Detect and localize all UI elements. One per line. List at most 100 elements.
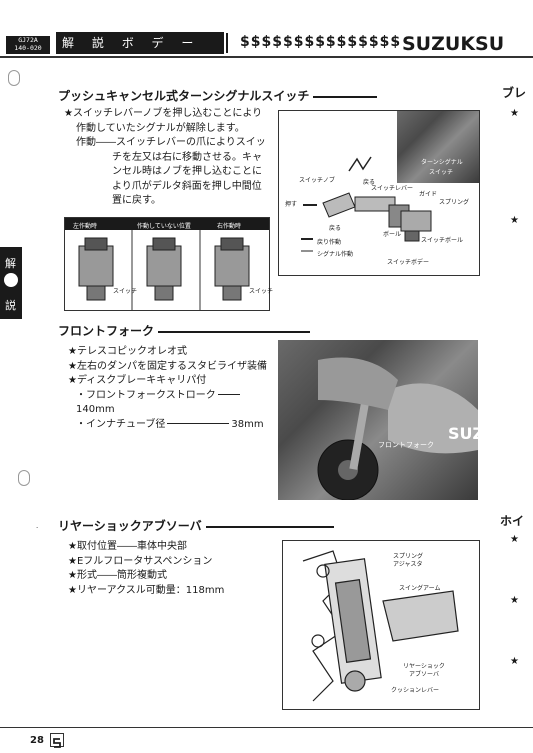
leader-line: [217, 394, 240, 395]
photo-label-1: ターンシグナル: [421, 159, 463, 166]
fork-tube-label: ・インナチューブ径: [76, 418, 166, 430]
section-char-2: 説: [91, 36, 108, 50]
section1-operation-4: より爪がデルタ斜面を押し中間位: [112, 180, 262, 192]
section3-body: ★取付位置――車体中央部 ★Eフルフロータサスペンション ★形式――筒形複動式 …: [68, 540, 278, 598]
section1-operation-3: ンセル時はノブを押し込むことに: [112, 166, 262, 177]
section1-heading: プッシュキャンセル式ターンシグナルスイッチ: [58, 87, 378, 104]
switch-diagram: [301, 156, 432, 252]
section-char-3: ボ: [121, 36, 138, 50]
section1-bullet-cont: 作動していたシグナルが解除します。: [76, 122, 245, 134]
label-return: 戻る: [363, 179, 376, 186]
fork-item-3: ★ディスクブレーキキャリパ付: [68, 375, 207, 386]
fork-spec-stroke: ・フロントフォークストローク 140mm: [68, 389, 278, 418]
label-push: 押す: [285, 201, 298, 208]
page-number: 28: [30, 735, 44, 746]
section2-heading: フロントフォーク: [58, 322, 311, 339]
photo-fork-label: フロントフォーク: [378, 441, 434, 449]
fork-stroke-label: ・フロントフォークストローク: [76, 389, 216, 401]
label-cushion-lever: クッションレバー: [391, 687, 440, 694]
next-column-star: ★: [510, 534, 519, 545]
switch-label-right: スイッチ: [249, 288, 274, 295]
fork-item-2: ★左右のダンパを固定するスタビライザ装備: [68, 360, 267, 372]
label-spring: スプリング: [439, 199, 470, 206]
suzuki-logo-icon: [50, 733, 64, 748]
motorcycle-illustration: [317, 357, 478, 500]
switch-positions-figure: 左作動時 作動していない位置 右作動時 スイッチ スイッチ: [64, 217, 274, 311]
rear-shock-figure: スプリング アジャスタ スイングアーム リヤーショック アブソーバ クッションレ…: [282, 540, 480, 710]
label-switch-ball: スイッチボール: [421, 237, 464, 244]
label-lever: スイッチレバー: [371, 185, 414, 192]
next-column-heading-1: ブレ: [502, 86, 527, 100]
brand-logo: SUZUKSU: [402, 33, 505, 55]
caption-center: 作動していない位置: [137, 223, 191, 230]
label-switch-body: スイッチボデー: [387, 259, 430, 266]
leader-line: [167, 423, 230, 424]
side-tab-top: 解: [5, 257, 16, 270]
label-guide: ガイド: [419, 191, 438, 198]
front-fork-photo: フロントフォーク SUZ: [278, 340, 484, 500]
footer-rule: [0, 727, 533, 728]
shock-item-3: ★形式――筒形複動式: [68, 570, 167, 581]
binder-hole: [8, 70, 20, 86]
section-char-4: デ: [151, 36, 168, 50]
side-tab-dot: [4, 273, 18, 287]
heading-rule: [313, 95, 378, 98]
label-rear-shock-2: アブソーバ: [409, 671, 439, 678]
section1-heading-text: プッシュキャンセル式ターンシグナルスイッチ: [58, 89, 310, 103]
model-code-line2: 140-020: [14, 44, 42, 52]
section-title-box: 解 説 ボ デ ー: [56, 32, 224, 54]
shock-item-2: ★Eフルフロータサスペンション: [68, 555, 213, 567]
caption-right: 右作動時: [217, 223, 242, 230]
figure-caption-bar: [65, 218, 269, 230]
next-column-star: ★: [510, 108, 519, 119]
photo-label-2: スイッチ: [429, 169, 454, 176]
legend-return: 戻り作動: [317, 239, 342, 246]
photo-brand: SUZ: [448, 424, 485, 443]
section-char-5: ー: [181, 36, 198, 50]
label-return2: 戻る: [329, 225, 342, 232]
section2-body: ★テレスコピックオレオ式 ★左右のダンパを固定するスタビライザ装備 ★ディスクブ…: [68, 345, 278, 432]
shock-item-4: ★リヤーアクスル可動量：118mm: [68, 584, 225, 596]
next-column-star: ★: [510, 595, 519, 606]
section1-body: ★スイッチレバーノブを押し込むことにより 作動していたシグナルが解除します。 作…: [64, 107, 284, 209]
legend-signal: シグナル作動: [317, 251, 354, 258]
label-ball: ボール: [383, 231, 402, 238]
label-swing-arm: スイングアーム: [399, 585, 441, 592]
header-rule: [0, 56, 533, 58]
fork-tube-value: 38mm: [231, 418, 264, 430]
switch-label-left: スイッチ: [113, 288, 138, 295]
section1-operation-1: 作動――スイッチレバーの爪によりスイッ: [76, 137, 266, 148]
section1-operation-2: チを左又は右に移動させる。キャ: [112, 151, 262, 163]
next-column-star: ★: [510, 215, 519, 226]
label-rear-shock-1: リヤーショック: [403, 663, 445, 670]
heading-rule: [158, 330, 311, 333]
margin-mark: .: [36, 522, 39, 530]
heading-rule: [205, 525, 334, 528]
rear-shock-diagram: [302, 550, 459, 702]
label-knob: スイッチノブ: [299, 177, 335, 184]
caption-left: 左作動時: [73, 223, 98, 230]
section-char-1: 解: [62, 36, 79, 50]
turn-signal-switch-figure: ターンシグナル スイッチ スイッチノブ 戻る スイッチレバー ガイド スプリング…: [278, 110, 480, 276]
section3-heading: リヤーショックアブソーバ: [58, 517, 334, 534]
side-index-tab: 解 説: [0, 247, 22, 319]
shock-item-1: ★取付位置――車体中央部: [68, 541, 187, 552]
section2-heading-text: フロントフォーク: [58, 324, 155, 338]
next-column-heading-2: ホイ: [500, 514, 525, 528]
model-code-line1: GJ72A: [18, 36, 38, 44]
label-spring-adjuster-2: アジャスタ: [393, 561, 423, 568]
section3-heading-text: リヤーショックアブソーバ: [58, 519, 202, 533]
fork-item-1: ★テレスコピックオレオ式: [68, 346, 187, 357]
switch-mechanism-drawings: [78, 230, 250, 310]
fork-stroke-value: 140mm: [76, 404, 115, 415]
fork-spec-inner-tube: ・インナチューブ径 38mm: [68, 418, 278, 433]
header-dollar-pattern: $$$$$$$$$$$$$$$: [240, 34, 402, 50]
side-tab-bottom: 説: [5, 299, 16, 312]
switch-photo: [397, 111, 479, 183]
next-column-star: ★: [510, 656, 519, 667]
section1-bullet: ★スイッチレバーノブを押し込むことにより: [64, 108, 263, 119]
header-divider: [226, 33, 228, 53]
label-spring-adjuster-1: スプリング: [393, 553, 424, 560]
model-code-box: GJ72A 140-020: [6, 36, 50, 54]
binder-hole: [18, 470, 30, 486]
